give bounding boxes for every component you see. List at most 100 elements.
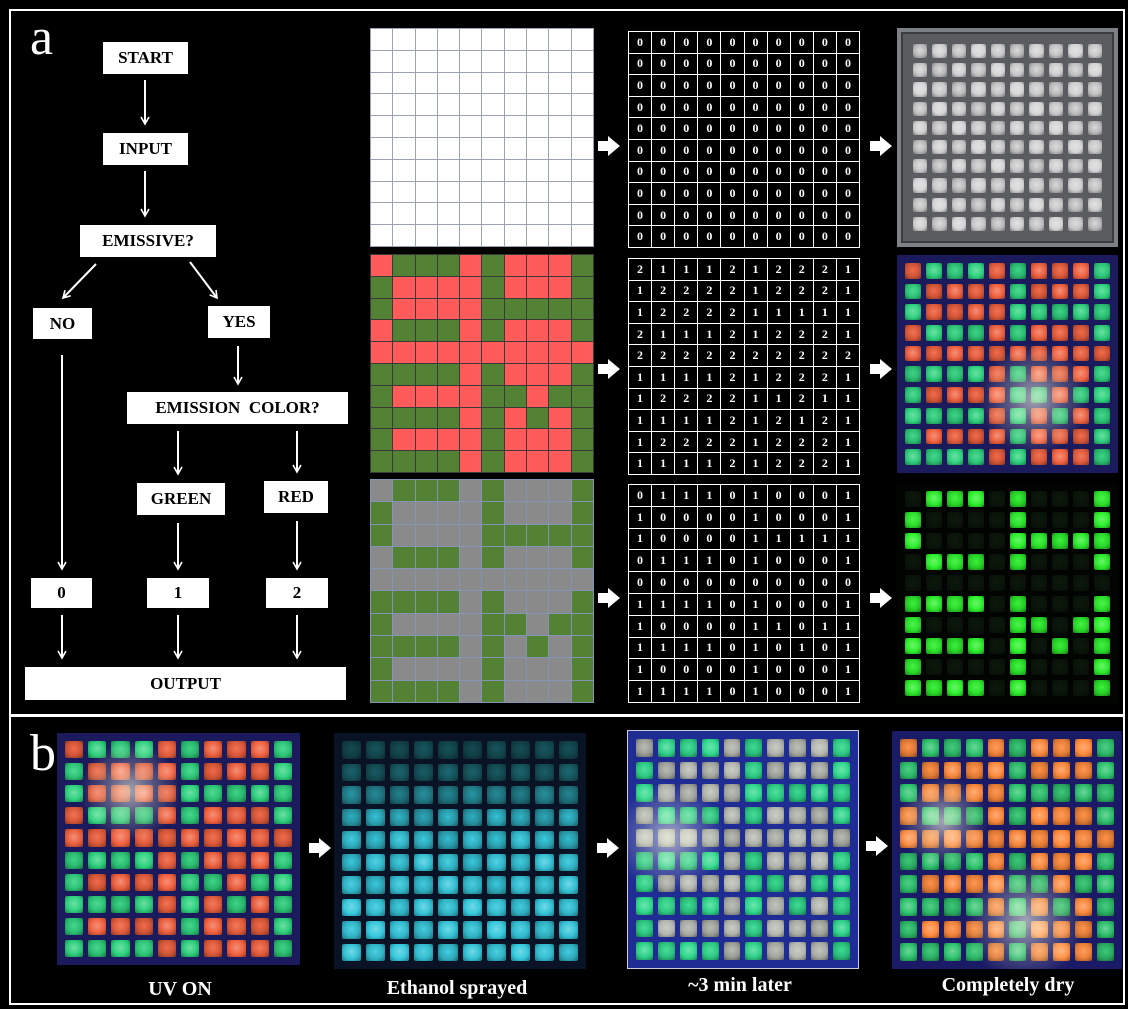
well <box>988 830 1005 848</box>
well <box>767 897 784 915</box>
pattern-cell <box>416 408 437 429</box>
well <box>1031 575 1047 591</box>
pattern-cell <box>460 203 481 224</box>
matrix-cell: 0 <box>721 485 743 506</box>
matrix-cell: 1 <box>698 594 720 615</box>
well <box>947 263 963 279</box>
pattern-cell <box>438 116 459 137</box>
well <box>88 874 106 891</box>
pattern-cell <box>505 547 526 568</box>
well <box>724 807 741 825</box>
well <box>833 875 850 893</box>
pattern-cell <box>438 480 459 501</box>
well <box>989 554 1005 570</box>
well <box>971 159 985 173</box>
matrix-cell: 0 <box>768 572 790 593</box>
matrix-cell: 1 <box>698 367 720 388</box>
pattern-cell <box>482 342 503 363</box>
well <box>1094 638 1110 654</box>
pattern-cell <box>371 525 392 546</box>
well <box>463 944 482 962</box>
matrix-cell: 1 <box>629 659 651 680</box>
well <box>158 763 176 780</box>
pattern-cell <box>416 320 437 341</box>
well <box>366 921 385 939</box>
well <box>905 680 921 696</box>
well <box>204 874 222 891</box>
matrix-cell: 1 <box>698 638 720 659</box>
matrix-cell: 2 <box>768 345 790 366</box>
pattern-cell <box>482 681 503 702</box>
well <box>952 121 966 135</box>
pattern-cell <box>482 160 503 181</box>
matrix-cell: 0 <box>837 205 859 226</box>
well <box>905 429 921 445</box>
well <box>966 762 983 780</box>
matrix-cell: 2 <box>698 302 720 323</box>
well <box>1031 898 1048 916</box>
well <box>989 284 1005 300</box>
well <box>947 429 963 445</box>
well <box>181 741 199 758</box>
well <box>971 63 985 77</box>
matrix-cell: 1 <box>814 389 836 410</box>
matrix-cell: 1 <box>745 453 767 474</box>
pattern-cell <box>393 277 414 298</box>
well <box>811 920 828 938</box>
pattern-cell <box>416 255 437 276</box>
well <box>181 940 199 957</box>
well <box>944 739 961 757</box>
matrix-cell: 0 <box>791 97 813 118</box>
well <box>414 831 433 849</box>
matrix-cell: 2 <box>629 345 651 366</box>
well <box>342 854 361 872</box>
well <box>1031 429 1047 445</box>
matrix-cell: 1 <box>814 529 836 550</box>
well <box>181 785 199 802</box>
matrix-cell: 1 <box>768 302 790 323</box>
well <box>636 897 653 915</box>
pattern-cell <box>572 591 593 612</box>
well <box>251 896 269 913</box>
well <box>724 852 741 870</box>
pattern-cell <box>505 182 526 203</box>
well <box>680 762 697 780</box>
matrix-cell: 1 <box>675 410 697 431</box>
well <box>1031 263 1047 279</box>
matrix-cell: 0 <box>814 681 836 702</box>
well <box>1088 140 1102 154</box>
matrix-cell: 0 <box>814 507 836 528</box>
well <box>1031 346 1047 362</box>
pattern-cell <box>438 569 459 590</box>
pattern-cell <box>505 386 526 407</box>
well <box>1049 102 1063 116</box>
matrix-cell: 1 <box>837 681 859 702</box>
well <box>680 897 697 915</box>
well <box>952 140 966 154</box>
well <box>947 346 963 362</box>
matrix-cell: 0 <box>745 183 767 204</box>
well <box>905 346 921 362</box>
well <box>926 512 942 528</box>
well <box>88 829 106 846</box>
matrix-cell: 2 <box>675 345 697 366</box>
well <box>1073 512 1089 528</box>
matrix-cell: 1 <box>652 550 674 571</box>
well <box>227 763 245 780</box>
pattern-cell <box>460 569 481 590</box>
matrix-cell: 0 <box>698 659 720 680</box>
well <box>789 942 806 960</box>
matrix-cell: 0 <box>768 681 790 702</box>
matrix-cell: 1 <box>675 550 697 571</box>
pattern-cell <box>460 364 481 385</box>
pattern-cell <box>572 429 593 450</box>
well <box>968 575 984 591</box>
pattern-cell <box>371 547 392 568</box>
well <box>1010 596 1026 612</box>
well <box>1049 121 1063 135</box>
well <box>438 809 457 827</box>
pattern-cell <box>572 203 593 224</box>
pattern-cell <box>549 408 570 429</box>
well <box>535 944 554 962</box>
well <box>414 921 433 939</box>
